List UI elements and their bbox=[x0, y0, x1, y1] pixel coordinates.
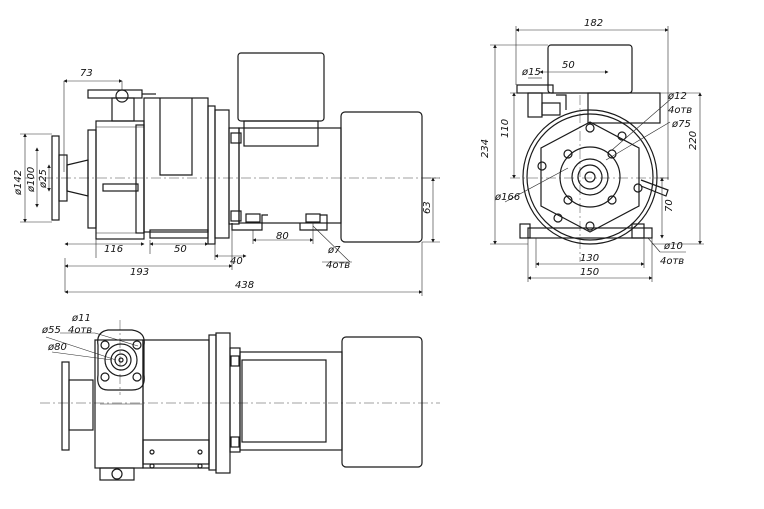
dim-diameter-10: ø10 bbox=[663, 241, 683, 252]
dim-diameter-12: ø12 bbox=[667, 91, 687, 102]
dim-182: 182 bbox=[584, 18, 603, 29]
dim-diameter-75: ø75 bbox=[671, 119, 691, 130]
dim-234: 234 bbox=[480, 139, 491, 158]
end-view: 182 ø15 50 ø12 4отв ø75 110 234 220 ø166… bbox=[480, 18, 704, 282]
dim-diameter-166: ø166 bbox=[494, 192, 520, 203]
dim-116: 116 bbox=[104, 244, 123, 255]
top-view: ø11 4отв ø55 ø80 bbox=[40, 313, 440, 481]
dim-73: 73 bbox=[80, 68, 93, 79]
dim-50: 50 bbox=[174, 244, 187, 255]
dim-130: 130 bbox=[580, 253, 599, 264]
dim-holes-11: 4отв bbox=[68, 325, 92, 336]
dim-holes-7: 4отв bbox=[326, 260, 350, 271]
dim-holes-10: 4отв bbox=[660, 256, 684, 267]
dim-50-top: 50 bbox=[562, 60, 575, 71]
dim-220: 220 bbox=[688, 131, 699, 150]
dim-40: 40 bbox=[230, 256, 243, 267]
dim-holes-12: 4отв bbox=[668, 105, 692, 116]
dim-diameter-142: ø142 bbox=[13, 170, 24, 196]
dim-80: 80 bbox=[276, 231, 289, 242]
dim-diameter-15: ø15 bbox=[521, 67, 541, 78]
dim-110: 110 bbox=[500, 119, 511, 138]
dim-diameter-80: ø80 bbox=[47, 342, 67, 353]
dim-70: 70 bbox=[664, 199, 675, 212]
dim-193: 193 bbox=[130, 267, 149, 278]
dim-diameter-100: ø100 bbox=[26, 167, 37, 193]
dim-438: 438 bbox=[235, 280, 254, 291]
dim-150: 150 bbox=[580, 267, 599, 278]
dim-diameter-11: ø11 bbox=[71, 313, 91, 324]
side-view: 73 ø142 ø100 ø25 116 50 193 40 80 ø7 4от… bbox=[13, 52, 440, 296]
dim-diameter-7: ø7 bbox=[327, 245, 341, 256]
dim-diameter-55: ø55 bbox=[41, 325, 61, 336]
dim-63: 63 bbox=[422, 201, 433, 214]
dim-diameter-25: ø25 bbox=[38, 169, 49, 189]
